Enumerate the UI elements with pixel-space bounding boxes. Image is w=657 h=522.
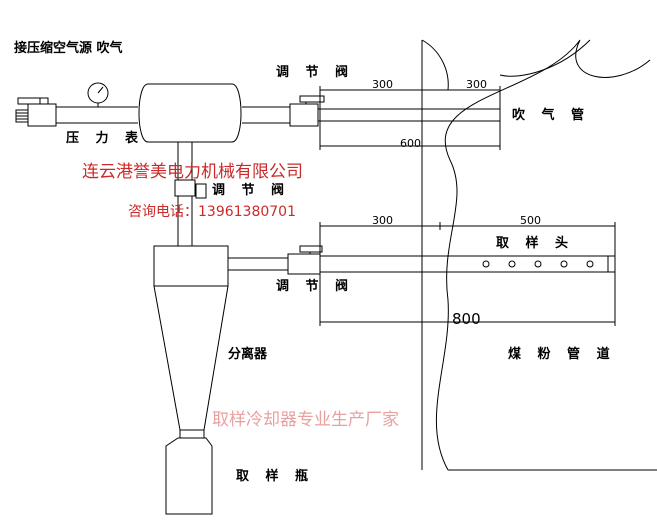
blow-pipe-label: 吹 气 管 [512, 108, 591, 123]
sampling-hole [482, 260, 490, 268]
sampling-head-label: 取 样 头 [496, 236, 575, 251]
coal-duct-label: 煤 粉 管 道 [508, 347, 616, 362]
bottom-valve-label: 调 节 阀 [276, 279, 355, 294]
middle-valve-label: 调 节 阀 [212, 183, 291, 198]
coal-duct-outline [421, 39, 657, 471]
top-valve-handle [299, 95, 325, 103]
air-inlet-valve-handle [17, 97, 49, 105]
dimension-top-left: 300 [372, 78, 393, 91]
air-source-label: 接压缩空气源 吹气 [14, 41, 123, 56]
middle-valve-body [174, 179, 196, 197]
separator-cone [153, 285, 229, 431]
sampling-hole [586, 260, 594, 268]
company-watermark: 取样冷却器专业生产厂家 [212, 410, 399, 430]
dimension-mid-left: 300 [372, 214, 393, 227]
sampling-head-tip [607, 255, 616, 273]
company-phone: 咨询电话：13961380701 [128, 204, 296, 220]
company-name: 连云港誉美电力机械有限公司 [82, 162, 303, 182]
sampling-hole [560, 260, 568, 268]
air-inlet-valve-body [27, 103, 57, 127]
separator-label: 分离器 [228, 347, 268, 362]
sampling-hole [508, 260, 516, 268]
sampling-hole [534, 260, 542, 268]
bottom-valve-handle [299, 245, 323, 253]
separator-neck [179, 429, 205, 439]
coal-duct-right-wall [499, 39, 591, 77]
top-valve-label: 调 节 阀 [276, 65, 355, 80]
dimension-mid-right: 500 [520, 214, 541, 227]
sample-bottle-label: 取 样 瓶 [236, 469, 315, 484]
air-tank [138, 83, 242, 143]
bottom-valve-body [287, 253, 321, 275]
coal-duct-left-wall [421, 39, 449, 91]
sample-bottle [165, 437, 213, 515]
separator-body [153, 245, 229, 287]
dimension-top-total: 600 [400, 137, 421, 150]
top-valve-body [289, 103, 319, 127]
dimension-top-right: 300 [466, 78, 487, 91]
pressure-gauge-label: 压 力 表 [66, 131, 145, 146]
middle-valve-handle [195, 183, 207, 199]
dimension-bottom-total: 800 [452, 310, 481, 328]
